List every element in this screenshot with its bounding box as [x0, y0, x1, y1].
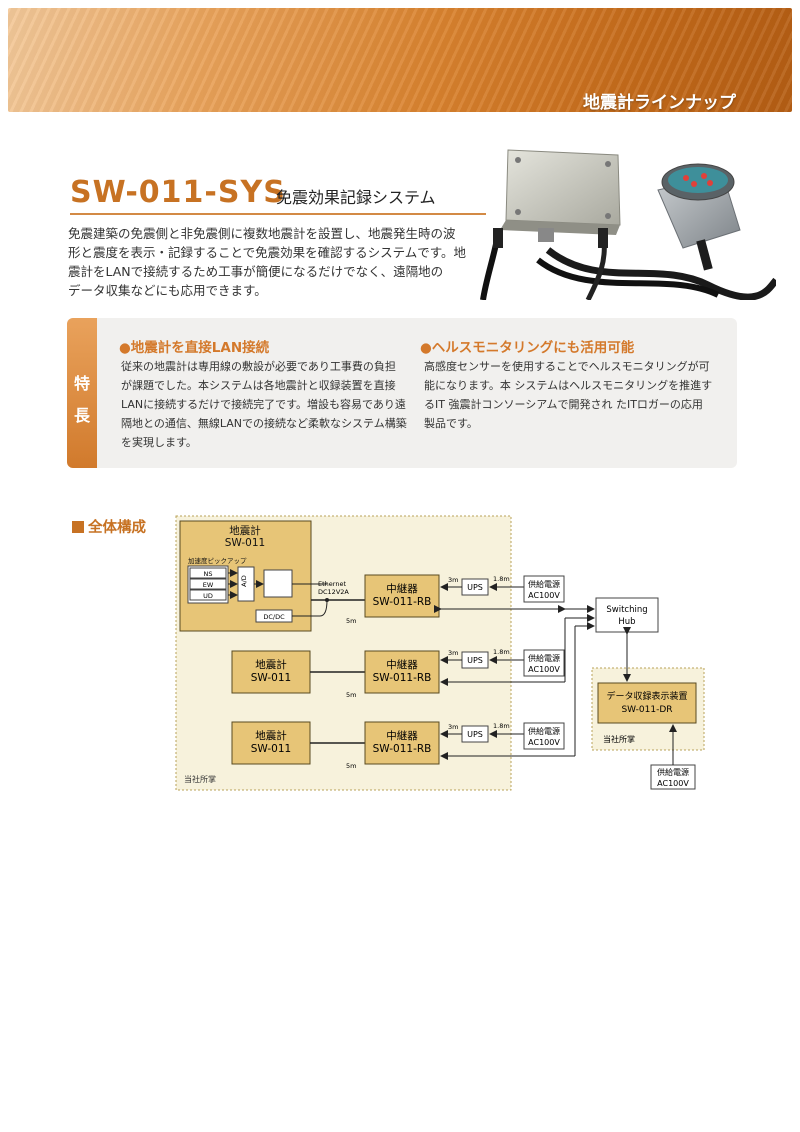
- supply-box-3: [523, 722, 565, 750]
- supply-box-recorder: [650, 764, 696, 790]
- supply-label-3: 供給電源: [528, 726, 560, 736]
- feature-line: を実現します。: [121, 436, 197, 449]
- channel-ew-label: EW: [203, 581, 214, 589]
- ad-label: A/D: [240, 575, 248, 587]
- seismometer-model-3: SW-011: [251, 743, 291, 755]
- section-heading: 全体構成: [72, 516, 146, 537]
- product-photo: [480, 149, 776, 300]
- features-tab-char: 特: [74, 374, 91, 393]
- feature-body-lan: 従来の地震計は専用線の敷設が必要であり工事費の負担 が課題でした。本システムは各…: [121, 357, 421, 452]
- intro-line: 免震建築の免震側と非免震側に複数地震計を設置し、地震発生時の波: [68, 226, 456, 241]
- product-subtitle: 免震効果記録システム: [276, 188, 436, 207]
- relay-model-1: SW-011-RB: [373, 596, 432, 608]
- hub-label-2: Hub: [618, 617, 635, 627]
- feature-line: るIT 強震計コンソーシアムで開発され たITロガーの応用: [424, 398, 703, 411]
- distance-3m-1: 3m: [448, 576, 458, 584]
- channel-ns-label: NS: [204, 570, 213, 578]
- recorder-model: SW-011-DR: [621, 705, 672, 715]
- relay-label-1: 中継器: [386, 582, 418, 595]
- power-spec-label: DC12V2A: [318, 588, 349, 596]
- sensor-unit-icon: [657, 163, 741, 271]
- distance-3m-2: 3m: [448, 649, 458, 657]
- intro-line: 震計をLANで接続するため工事が簡便になるだけでなく、遠隔地の: [68, 264, 444, 279]
- header-banner: 地震計ラインナップ: [8, 8, 792, 112]
- feature-line: 高感度センサーを使用することでヘルスモニタリングが可: [424, 360, 710, 373]
- distance-18m-3: 1.8m: [493, 722, 510, 730]
- relay-box-1: [364, 574, 440, 618]
- power-row-1: UPS 3m 1.8m 供給電源 AC100V: [440, 575, 565, 603]
- relay-model-2: SW-011-RB: [373, 672, 432, 684]
- dcdc-label: DC/DC: [263, 613, 285, 621]
- feature-body-health: 高感度センサーを使用することでヘルスモニタリングが可 能になります。本 システム…: [424, 357, 724, 433]
- intro-line: 形と震度を表示・記録することで免震効果を確認するシステムです。地: [68, 245, 467, 260]
- supply-spec-1: AC100V: [528, 591, 560, 600]
- owner-label: 当社所掌: [184, 774, 216, 784]
- section-title: 全体構成: [88, 520, 146, 536]
- square-bullet-icon: [72, 521, 84, 533]
- pickup-label: 加速度ピックアップ: [188, 556, 247, 565]
- processor-box: [263, 569, 293, 598]
- relay-box-3: [364, 721, 440, 765]
- supply-label-1: 供給電源: [528, 579, 560, 589]
- distance-5m-3: 5m: [346, 762, 356, 770]
- switching-hub: [595, 597, 659, 633]
- banner-title: 地震計ラインナップ: [583, 93, 736, 112]
- feature-line: 従来の地震計は専用線の敷設が必要であり工事費の負担: [121, 360, 396, 373]
- intro-line: データ収集などにも応用できます。: [68, 283, 267, 298]
- owner-label-recorder: 当社所掌: [603, 734, 635, 744]
- distance-5m-2: 5m: [346, 691, 356, 699]
- feature-line: 能になります。本 システムはヘルスモニタリングを推進す: [424, 379, 713, 392]
- supply-label-2: 供給電源: [528, 653, 560, 663]
- feature-line: 製品です。: [424, 417, 478, 430]
- seismometer-main-model: SW-011: [225, 537, 265, 549]
- relay-label-2: 中継器: [386, 658, 418, 671]
- distance-18m-1: 1.8m: [493, 575, 510, 583]
- ups-label-3: UPS: [467, 730, 483, 739]
- seismometer-box-2: [231, 650, 311, 694]
- product-intro: 免震建築の免震側と非免震側に複数地震計を設置し、地震発生時の波 形と震度を表示・…: [68, 224, 468, 300]
- features-tab-char: 長: [74, 406, 91, 425]
- feature-line: 隔地との通信、無線LANでの接続など柔軟なシステム構築: [121, 417, 407, 430]
- recorder-box: [597, 682, 697, 724]
- supply-box-2: [523, 649, 565, 677]
- feature-line: LANに接続するだけで接続完了です。増設も容易であり遠: [121, 398, 406, 411]
- recorder-label: データ収録表示装置: [606, 690, 687, 702]
- channel-ud-label: UD: [203, 592, 213, 600]
- supply-spec-3: AC100V: [528, 738, 560, 747]
- relay-label-3: 中継器: [386, 729, 418, 742]
- power-row-2: UPS 3m 1.8m 供給電源 AC100V: [440, 648, 565, 677]
- relay-box-icon: [493, 149, 621, 248]
- ups-label-1: UPS: [467, 583, 483, 592]
- feature-line: が課題でした。本システムは各地震計と収録装置を直接: [121, 379, 396, 392]
- product-model: SW-011-SYS: [70, 175, 286, 210]
- seismometer-label-2: 地震計: [255, 658, 287, 671]
- supply-box-1: [523, 575, 565, 603]
- feature-heading-health: ●ヘルスモニタリングにも活用可能: [420, 340, 635, 356]
- ethernet-label: Ethernet: [318, 580, 346, 588]
- distance-3m-3: 3m: [448, 723, 458, 731]
- features-panel: [67, 318, 737, 468]
- feature-heading-lan: ●地震計を直接LAN接続: [119, 340, 270, 356]
- hub-label-1: Switching: [606, 605, 647, 615]
- relay-box-2: [364, 650, 440, 694]
- supply-spec-recorder: AC100V: [657, 779, 689, 788]
- channel-ew: [189, 578, 227, 590]
- seismometer-main-label: 地震計: [229, 524, 261, 537]
- power-row-3: UPS 3m 1.8m 供給電源 AC100V: [440, 722, 565, 750]
- features-tab: [67, 318, 97, 468]
- ups-label-2: UPS: [467, 656, 483, 665]
- banner-texture: [8, 8, 792, 112]
- heading-underline: [70, 213, 486, 215]
- seismometer-label-3: 地震計: [255, 729, 287, 742]
- channel-ns: [189, 567, 227, 579]
- relay-model-3: SW-011-RB: [373, 743, 432, 755]
- distance-5m-1: 5m: [346, 617, 356, 625]
- supply-label-recorder: 供給電源: [657, 767, 689, 777]
- distance-18m-2: 1.8m: [493, 648, 510, 656]
- channel-ud: [189, 589, 227, 601]
- supply-spec-2: AC100V: [528, 665, 560, 674]
- seismometer-model-2: SW-011: [251, 672, 291, 684]
